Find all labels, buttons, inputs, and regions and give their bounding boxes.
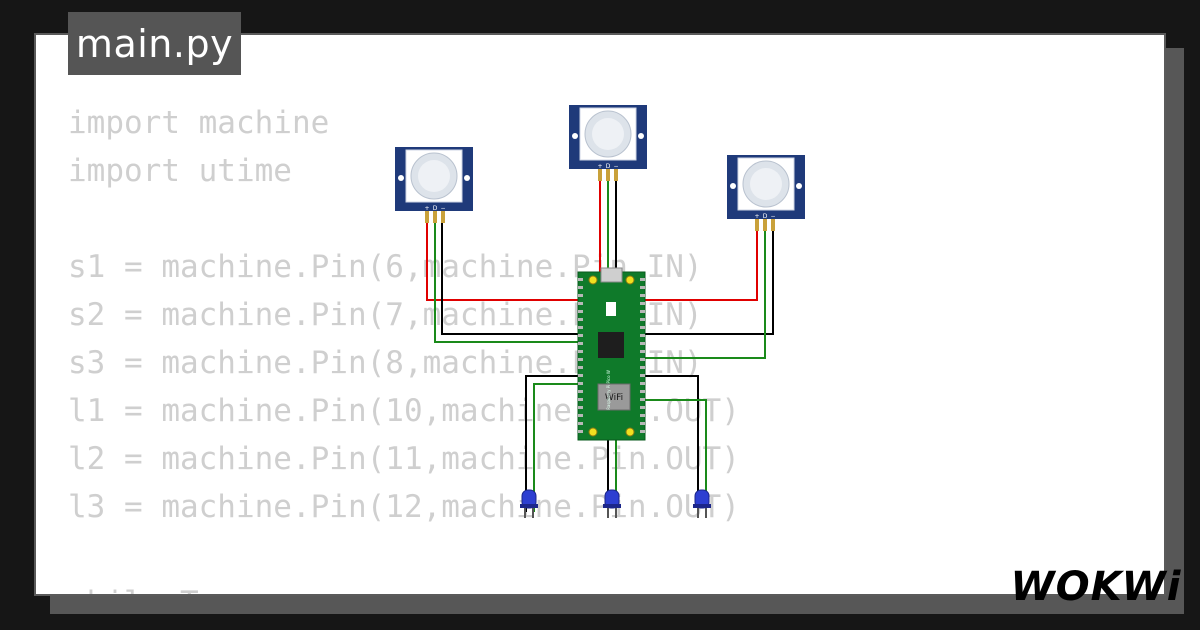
file-name-tab: main.py (68, 12, 241, 75)
code-line-8: l2 = machine.Pin(11,machine.Pin.OUT) (68, 441, 740, 477)
led-3 (693, 489, 711, 518)
wokwi-logo-text: WOKWi (1011, 564, 1182, 610)
pir-1-minus-label: − (440, 205, 445, 212)
code-line-1: import machine (68, 105, 330, 141)
pir-1-data-label: D (433, 205, 438, 212)
wifi-chip-label: WiFi (605, 393, 623, 403)
code-line-11: while True: (68, 579, 740, 594)
code-line-2: import utime (68, 153, 292, 189)
pir-1-plus-label: + (424, 205, 429, 212)
pir-3-data-label: D (763, 213, 768, 220)
pir-2-data-label: D (606, 163, 611, 170)
pir-2-minus-label: − (613, 163, 618, 170)
usb-connector (600, 267, 623, 283)
pir-3-minus-label: − (770, 213, 775, 220)
pir-sensor-2: + D − (569, 105, 647, 181)
pir-sensor-3: + D − (727, 155, 805, 231)
board-model-label: Raspberry Pi Pico W (606, 370, 611, 410)
pir-sensor-1: + D − (395, 147, 473, 223)
pico-w-board: WiFi Raspberry Pi Pico W (577, 267, 646, 441)
led-2 (603, 489, 621, 518)
led-1 (520, 489, 538, 518)
wokwi-logo: WOKWi (1011, 564, 1182, 610)
code-line-9: l3 = machine.Pin(12,machine.Pin.OUT) (68, 489, 740, 525)
pir-2-plus-label: + (597, 163, 602, 170)
pir-3-plus-label: + (754, 213, 759, 220)
